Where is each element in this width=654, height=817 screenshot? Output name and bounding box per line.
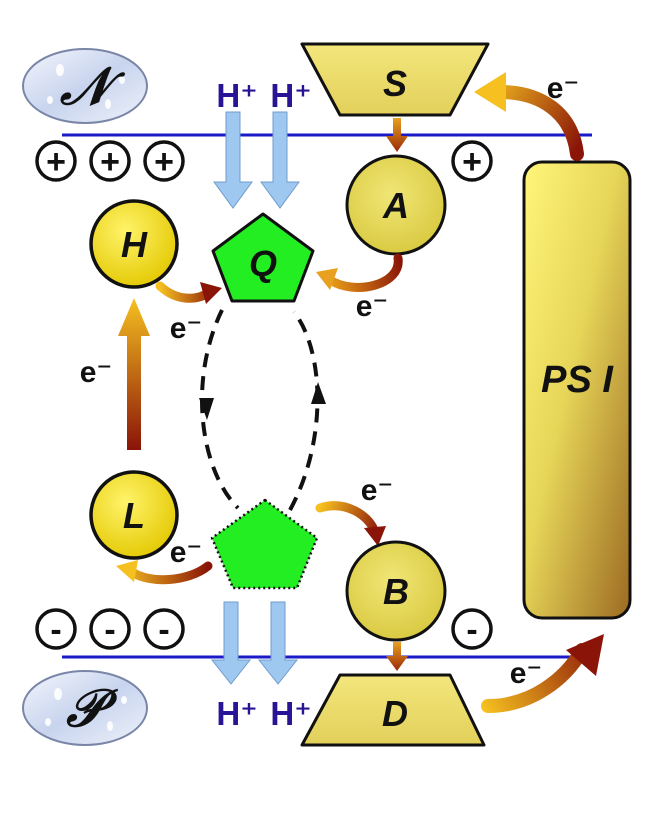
- proton-label-top-right: H⁺: [270, 77, 311, 114]
- minus-sign-2: -: [89, 608, 131, 650]
- electron-arrow-psi-to-s: [474, 72, 584, 161]
- electron-arrow-l-to-h: [118, 298, 150, 450]
- node-a: A: [345, 154, 447, 256]
- node-psi-label: PS I: [541, 359, 614, 401]
- svg-text:+: +: [462, 143, 482, 181]
- node-d: D: [300, 673, 486, 747]
- node-q-reduced: [210, 498, 319, 590]
- p-side-oval: 𝒫: [22, 670, 148, 746]
- node-q-label: Q: [249, 243, 277, 284]
- electron-arrow-d-to-psi: [481, 634, 604, 713]
- node-s: S: [300, 42, 490, 117]
- arrow-s-to-a: [386, 118, 408, 152]
- electron-label-q-l: e⁻: [170, 536, 203, 569]
- node-d-label: D: [382, 693, 408, 734]
- arrow-b-to-d: [386, 642, 408, 671]
- plus-sign-2: +: [89, 140, 131, 182]
- node-l-label: L: [123, 495, 145, 536]
- node-psi: PS I: [522, 160, 632, 620]
- node-q: Q: [211, 212, 315, 303]
- plus-sign-3: +: [143, 140, 185, 182]
- proton-label-top-left: H⁺: [216, 77, 257, 114]
- minus-sign-1: -: [35, 608, 77, 650]
- electron-arrow-q-to-b: [315, 501, 386, 546]
- svg-text:+: +: [100, 143, 120, 181]
- proton-label-bottom-left: H⁺: [216, 695, 257, 732]
- electron-label-q-b: e⁻: [361, 474, 394, 507]
- svg-text:-: -: [104, 611, 115, 649]
- proton-arrow-bottom-left: [210, 601, 252, 685]
- minus-sign-4: -: [451, 608, 493, 650]
- electron-label-bottom: e⁻: [510, 657, 543, 690]
- node-b: B: [345, 540, 447, 642]
- node-s-label: S: [383, 63, 407, 104]
- cycle-arrow-up-icon: [311, 382, 326, 404]
- node-l: L: [89, 470, 179, 560]
- n-side-oval: 𝒩: [22, 48, 148, 124]
- node-h-label: H: [121, 224, 148, 265]
- proton-label-bottom-right: H⁺: [270, 695, 311, 732]
- cycle-arrow-down-icon: [199, 398, 214, 420]
- svg-text:-: -: [158, 611, 169, 649]
- electron-label-top: e⁻: [547, 72, 580, 105]
- node-a-label: A: [382, 185, 409, 226]
- proton-arrow-top-left: [213, 111, 253, 209]
- electron-label-l-h: e⁻: [80, 356, 113, 389]
- plus-sign-4: +: [451, 140, 493, 182]
- electron-arrow-a-to-q: [316, 253, 403, 292]
- svg-text:-: -: [50, 611, 61, 649]
- electron-arrow-q-to-l: [116, 560, 213, 585]
- electron-label-a-q: e⁻: [356, 290, 389, 323]
- minus-sign-3: -: [143, 608, 185, 650]
- plus-sign-1: +: [35, 140, 77, 182]
- svg-text:-: -: [466, 611, 477, 649]
- svg-text:+: +: [154, 143, 174, 181]
- node-h: H: [89, 199, 179, 289]
- node-b-label: B: [383, 571, 409, 612]
- svg-text:+: +: [46, 143, 66, 181]
- electron-arrow-h-to-q: [155, 281, 222, 304]
- proton-arrow-bottom-right: [257, 601, 299, 685]
- proton-arrow-top-right: [260, 111, 300, 209]
- quinone-cycle-loop: [199, 309, 326, 511]
- electron-label-h-q: e⁻: [170, 312, 203, 345]
